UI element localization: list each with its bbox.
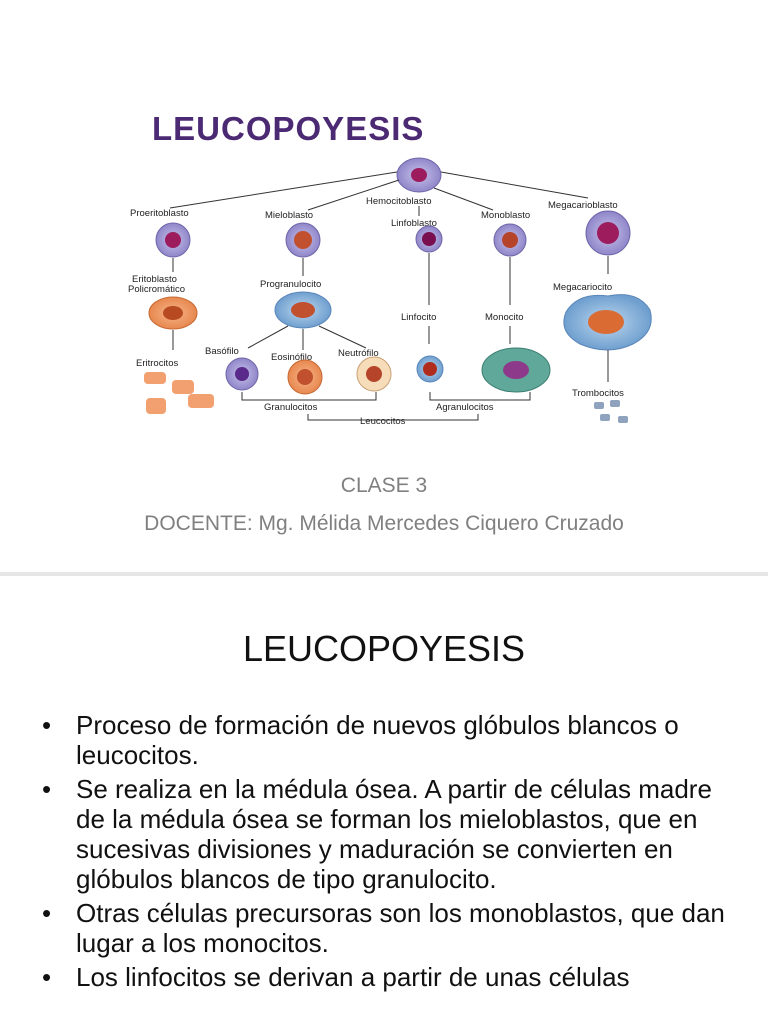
slide-divider	[0, 572, 768, 576]
label-mieloblasto: Mieloblasto	[265, 210, 313, 221]
branch-line	[307, 179, 400, 211]
branch-line	[440, 171, 589, 199]
agranulocitos-bracket	[429, 392, 531, 401]
slide-title: LEUCOPOYESIS	[242, 628, 526, 669]
granulocitos-bracket	[241, 392, 377, 401]
bullet-text: Se realiza en la médula ósea. A partir d…	[76, 774, 712, 894]
trombocito	[618, 416, 628, 423]
bullet-dot: •	[42, 962, 52, 992]
bullet-list: • Proceso de formación de nuevos glóbulos…	[40, 710, 740, 996]
clase-label: CLASE 3	[340, 474, 428, 497]
diagram-title: LEUCOPOYESIS	[152, 110, 424, 147]
docente-label: DOCENTE: Mg. Mélida Mercedes Ciquero Cru…	[144, 512, 624, 535]
label-agranulocitos: Agranulocitos	[436, 402, 494, 413]
bullet-dot: •	[42, 710, 52, 740]
branch-line	[169, 171, 398, 209]
label-progranulocito: Progranulocito	[260, 279, 321, 290]
monoblasto-nucleus	[502, 232, 518, 248]
megacariocito-nucleus	[588, 310, 624, 334]
leucocitos-bracket	[307, 414, 479, 421]
label-granulocitos: Granulocitos	[264, 402, 318, 413]
neutrofilo-nucleus	[366, 366, 382, 382]
label-monoblasto: Monoblasto	[481, 210, 530, 221]
bullet-item: • Otras células precursoras son los monob…	[40, 898, 740, 958]
monocito-nucleus	[503, 361, 529, 379]
eritrocito	[188, 394, 214, 408]
content-slide: LEUCOPOYESIS • Proceso de formación de nu…	[0, 576, 768, 1024]
bullet-item: • Proceso de formación de nuevos glóbulos…	[40, 710, 740, 770]
label-basofilo: Basófilo	[205, 346, 239, 357]
branch-line	[433, 187, 494, 211]
label-proeritoblasto: Proeritoblasto	[130, 208, 189, 219]
label-linfoblasto: Linfoblasto	[391, 218, 437, 229]
bullet-item: • Los linfocitos se derivan a partir de u…	[40, 962, 740, 992]
eritrocito	[172, 380, 194, 394]
linfocito-nucleus	[423, 362, 437, 376]
bullet-dot: •	[42, 774, 52, 804]
label-hemocitoblasto: Hemocitoblasto	[366, 196, 431, 207]
leucopoyesis-diagram: LEUCOPOYESIS Hemocitoblasto Proeritoblas…	[118, 100, 658, 440]
trombocito	[600, 414, 610, 421]
label-trombocitos: Trombocitos	[572, 388, 624, 399]
mieloblasto-nucleus	[294, 231, 312, 249]
eosinofilo-nucleus	[297, 369, 313, 385]
bullet-dot: •	[42, 898, 52, 928]
label-eritoblasto: Eritoblasto	[132, 274, 177, 285]
label-linfocito: Linfocito	[401, 312, 436, 323]
arrow	[247, 325, 289, 349]
label-megacariocito: Megacariocito	[553, 282, 612, 293]
bullet-text: Proceso de formación de nuevos glóbulos …	[76, 710, 679, 770]
eritrocito	[146, 398, 166, 414]
basofilo-granules	[235, 367, 249, 381]
megacarioblasto-nucleus	[597, 222, 619, 244]
bullet-item: • Se realiza en la médula ósea. A partir …	[40, 774, 740, 894]
hemocitoblasto-nucleus	[411, 168, 427, 182]
label-neutrofilo: Neutrófilo	[338, 348, 379, 359]
trombocito	[610, 400, 620, 407]
arrow	[318, 325, 367, 349]
label-policromatico: Policromático	[128, 284, 185, 295]
proeritoblasto-nucleus	[165, 232, 181, 248]
label-eosinofilo: Eosinófilo	[271, 352, 312, 363]
progranulocito-nucleus	[291, 302, 315, 318]
label-leucocitos: Leucocitos	[360, 416, 406, 427]
diagram-svg: LEUCOPOYESIS Hemocitoblasto Proeritoblas…	[128, 110, 652, 427]
label-monocito: Monocito	[485, 312, 524, 323]
title-slide: LEUCOPOYESIS Hemocitoblasto Proeritoblas…	[118, 100, 658, 535]
linfoblasto-nucleus	[422, 232, 436, 246]
bullet-text: Los linfocitos se derivan a partir de un…	[76, 962, 630, 992]
eritrocito	[144, 372, 166, 384]
label-megacarioblasto: Megacarioblasto	[548, 200, 618, 211]
trombocito	[594, 402, 604, 409]
bullet-text: Otras células precursoras son los monobl…	[76, 898, 725, 958]
eritoblasto-nucleus	[163, 306, 183, 320]
label-eritrocitos: Eritrocitos	[136, 358, 178, 369]
